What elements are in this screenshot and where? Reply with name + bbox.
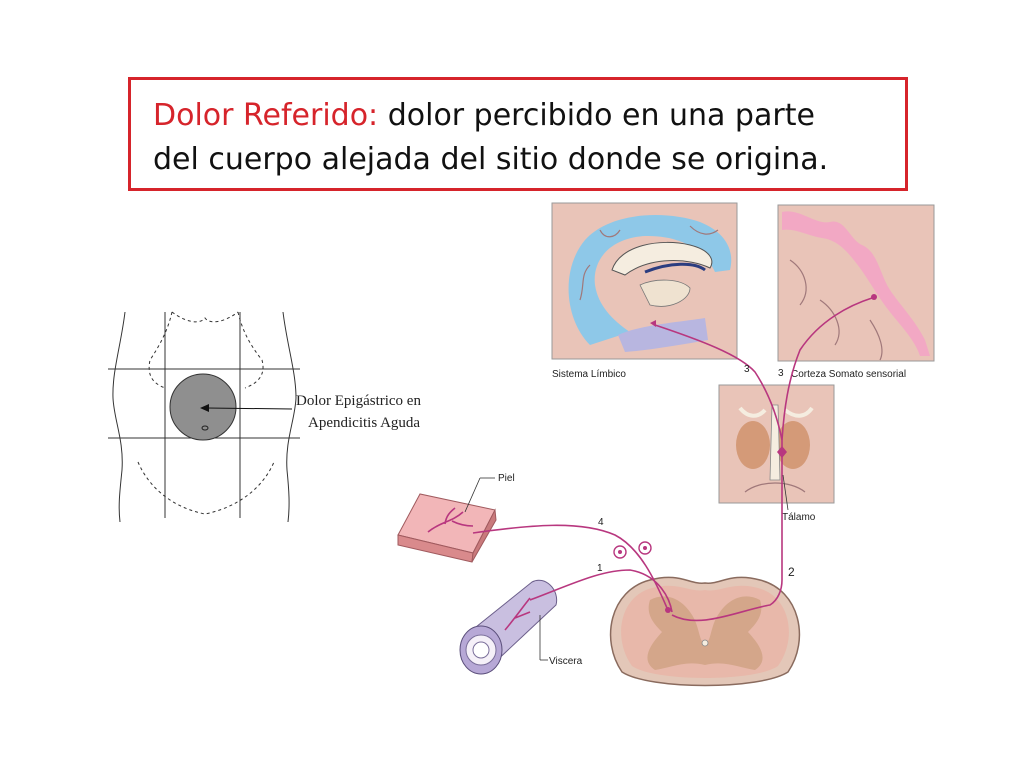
- title-definition-start: dolor percibido en una parte: [378, 98, 815, 133]
- skin-patch: [397, 493, 497, 563]
- viscera-label: Viscera: [549, 656, 583, 667]
- title-line-2: del cuerpo alejada del sitio donde se or…: [153, 142, 829, 177]
- limbic-panel: [551, 202, 738, 360]
- synapse-cortex: [871, 294, 877, 300]
- cortex-gray-matter: [782, 211, 930, 356]
- synapse-spinal: [665, 607, 671, 613]
- pain-area-pointer: [206, 407, 293, 410]
- skin-label: Piel: [498, 473, 515, 484]
- epigastric-label-line1: Dolor Epigástrico en: [296, 393, 421, 409]
- pathway-number-3-cortex: 3: [778, 368, 784, 379]
- nerve-pathways: [472, 297, 873, 622]
- pathway-3-to-cortex: [781, 297, 873, 441]
- torso-diagram: [108, 311, 300, 523]
- pathway-4-cutaneous: [472, 524, 668, 609]
- pathway-number-4: 4: [598, 517, 604, 528]
- pathway-number-3-limbic: 3: [744, 364, 750, 375]
- limbic-label: Sistema Límbico: [552, 369, 626, 380]
- corpus-callosum: [611, 242, 713, 276]
- ribcage-outline: [148, 311, 264, 389]
- pathway-number-1: 1: [597, 563, 603, 574]
- title-term: Dolor Referido:: [153, 98, 379, 133]
- torso-right-outline: [282, 311, 297, 523]
- pathway-3-to-limbic: [654, 324, 783, 441]
- epigastric-label-line2: Apendicitis Aguda: [308, 415, 420, 431]
- pelvis-outline: [137, 461, 275, 515]
- pathway-number-2: 2: [788, 565, 795, 579]
- navel: [201, 425, 209, 431]
- title-box: Dolor Referido: dolor percibido en una p…: [128, 77, 908, 191]
- viscera: [459, 579, 558, 675]
- pathway-1-visceral: [529, 569, 673, 613]
- spinal-cord: [609, 576, 801, 687]
- torso-left-outline: [112, 311, 126, 523]
- pathway-2-ascending: [671, 440, 783, 622]
- pointer-arrowhead: [200, 404, 209, 412]
- synapse-limbic: [650, 320, 656, 327]
- thalamus-label: Tálamo: [782, 512, 816, 523]
- thalamus-panel: [718, 384, 835, 504]
- cortex-label: Corteza Somato sensorial: [791, 369, 906, 380]
- cortex-panel: [777, 204, 935, 362]
- synapse-thalamus: [777, 446, 787, 458]
- limbic-region: [568, 215, 732, 345]
- title-line-1: Dolor Referido: dolor percibido en una p…: [153, 94, 905, 138]
- label-leader-lines: [464, 474, 789, 661]
